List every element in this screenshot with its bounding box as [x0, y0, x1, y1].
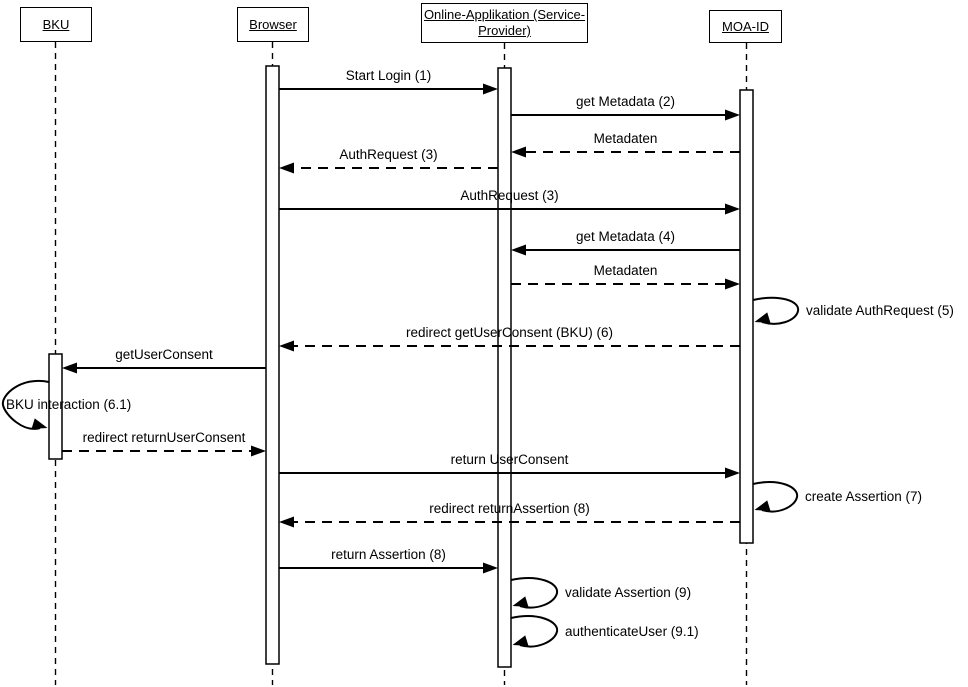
message-label-4: AuthRequest (3): [460, 188, 559, 203]
actor-label-bku: BKU: [42, 16, 70, 32]
arrowhead-icon: [279, 162, 294, 174]
arrowhead-icon: [511, 146, 526, 158]
activation-bar-bku: [48, 353, 63, 460]
actor-box-browser: Browser: [237, 7, 309, 42]
actor-label-online-applikation: Provider): [478, 23, 531, 38]
arrowhead-icon: [62, 362, 77, 374]
activation-bar-browser: [265, 65, 280, 665]
message-label-12: return Assertion (8): [331, 547, 446, 562]
actor-box-bku: BKU: [20, 7, 92, 42]
message-label-3: AuthRequest (3): [339, 147, 438, 162]
message-label-9: redirect returnUserConsent: [82, 430, 246, 445]
message-label-8: getUserConsent: [115, 347, 213, 362]
message-label-11: redirect returnAssertion (8): [429, 501, 590, 516]
arrowhead-icon: [279, 516, 294, 528]
message-label-5: get Metadata (4): [575, 229, 676, 244]
message-label-0: Start Login (1): [345, 68, 432, 83]
arrowhead-icon: [251, 445, 266, 457]
self-message-label-2: create Assertion (7): [805, 489, 923, 504]
actor-box-moa-id: MOA-ID: [709, 10, 782, 43]
activation-bar-moa-id: [739, 89, 754, 544]
arrowhead-icon: [31, 418, 48, 429]
message-label-2: Metadaten: [593, 131, 658, 146]
arrowhead-icon: [725, 203, 740, 215]
actor-label-online-applikation: Online-Applikation (Service-: [423, 7, 586, 22]
actor-box-online-applikation: Online-Applikation (Service-Provider): [421, 3, 588, 43]
arrowhead-icon: [754, 312, 771, 323]
arrowhead-icon: [511, 244, 526, 256]
message-label-1: get Metadata (2): [575, 94, 676, 109]
arrowhead-icon: [725, 278, 740, 290]
message-label-7: redirect getUserConsent (BKU) (6): [405, 325, 614, 340]
message-label-10: return UserConsent: [450, 452, 569, 467]
arrowhead-icon: [483, 83, 498, 95]
arrowhead-icon: [279, 340, 294, 352]
arrowhead-icon: [725, 467, 740, 479]
activation-bar-online-applikation: [497, 67, 512, 668]
self-message-label-0: validate AuthRequest (5): [806, 303, 954, 318]
self-message-loop-1: [1, 379, 50, 430]
self-message-loop-2: [752, 481, 799, 513]
self-message-loop-4: [510, 615, 559, 648]
arrowhead-icon: [483, 562, 498, 574]
self-message-label-4: authenticateUser (9.1): [565, 623, 699, 639]
actor-label-moa-id: MOA-ID: [722, 18, 769, 34]
self-message-loop-0: [752, 296, 800, 325]
self-message-loop-3: [510, 577, 559, 609]
self-message-label-1: BKU interaction (6.1): [6, 397, 132, 412]
actor-label-browser: Browser: [249, 16, 297, 32]
arrowhead-icon: [725, 109, 740, 121]
arrowhead-icon: [512, 596, 529, 607]
arrowhead-icon: [754, 500, 771, 511]
arrowhead-icon: [512, 635, 529, 646]
message-label-6: Metadaten: [593, 263, 658, 278]
self-message-label-3: validate Assertion (9): [565, 585, 692, 600]
